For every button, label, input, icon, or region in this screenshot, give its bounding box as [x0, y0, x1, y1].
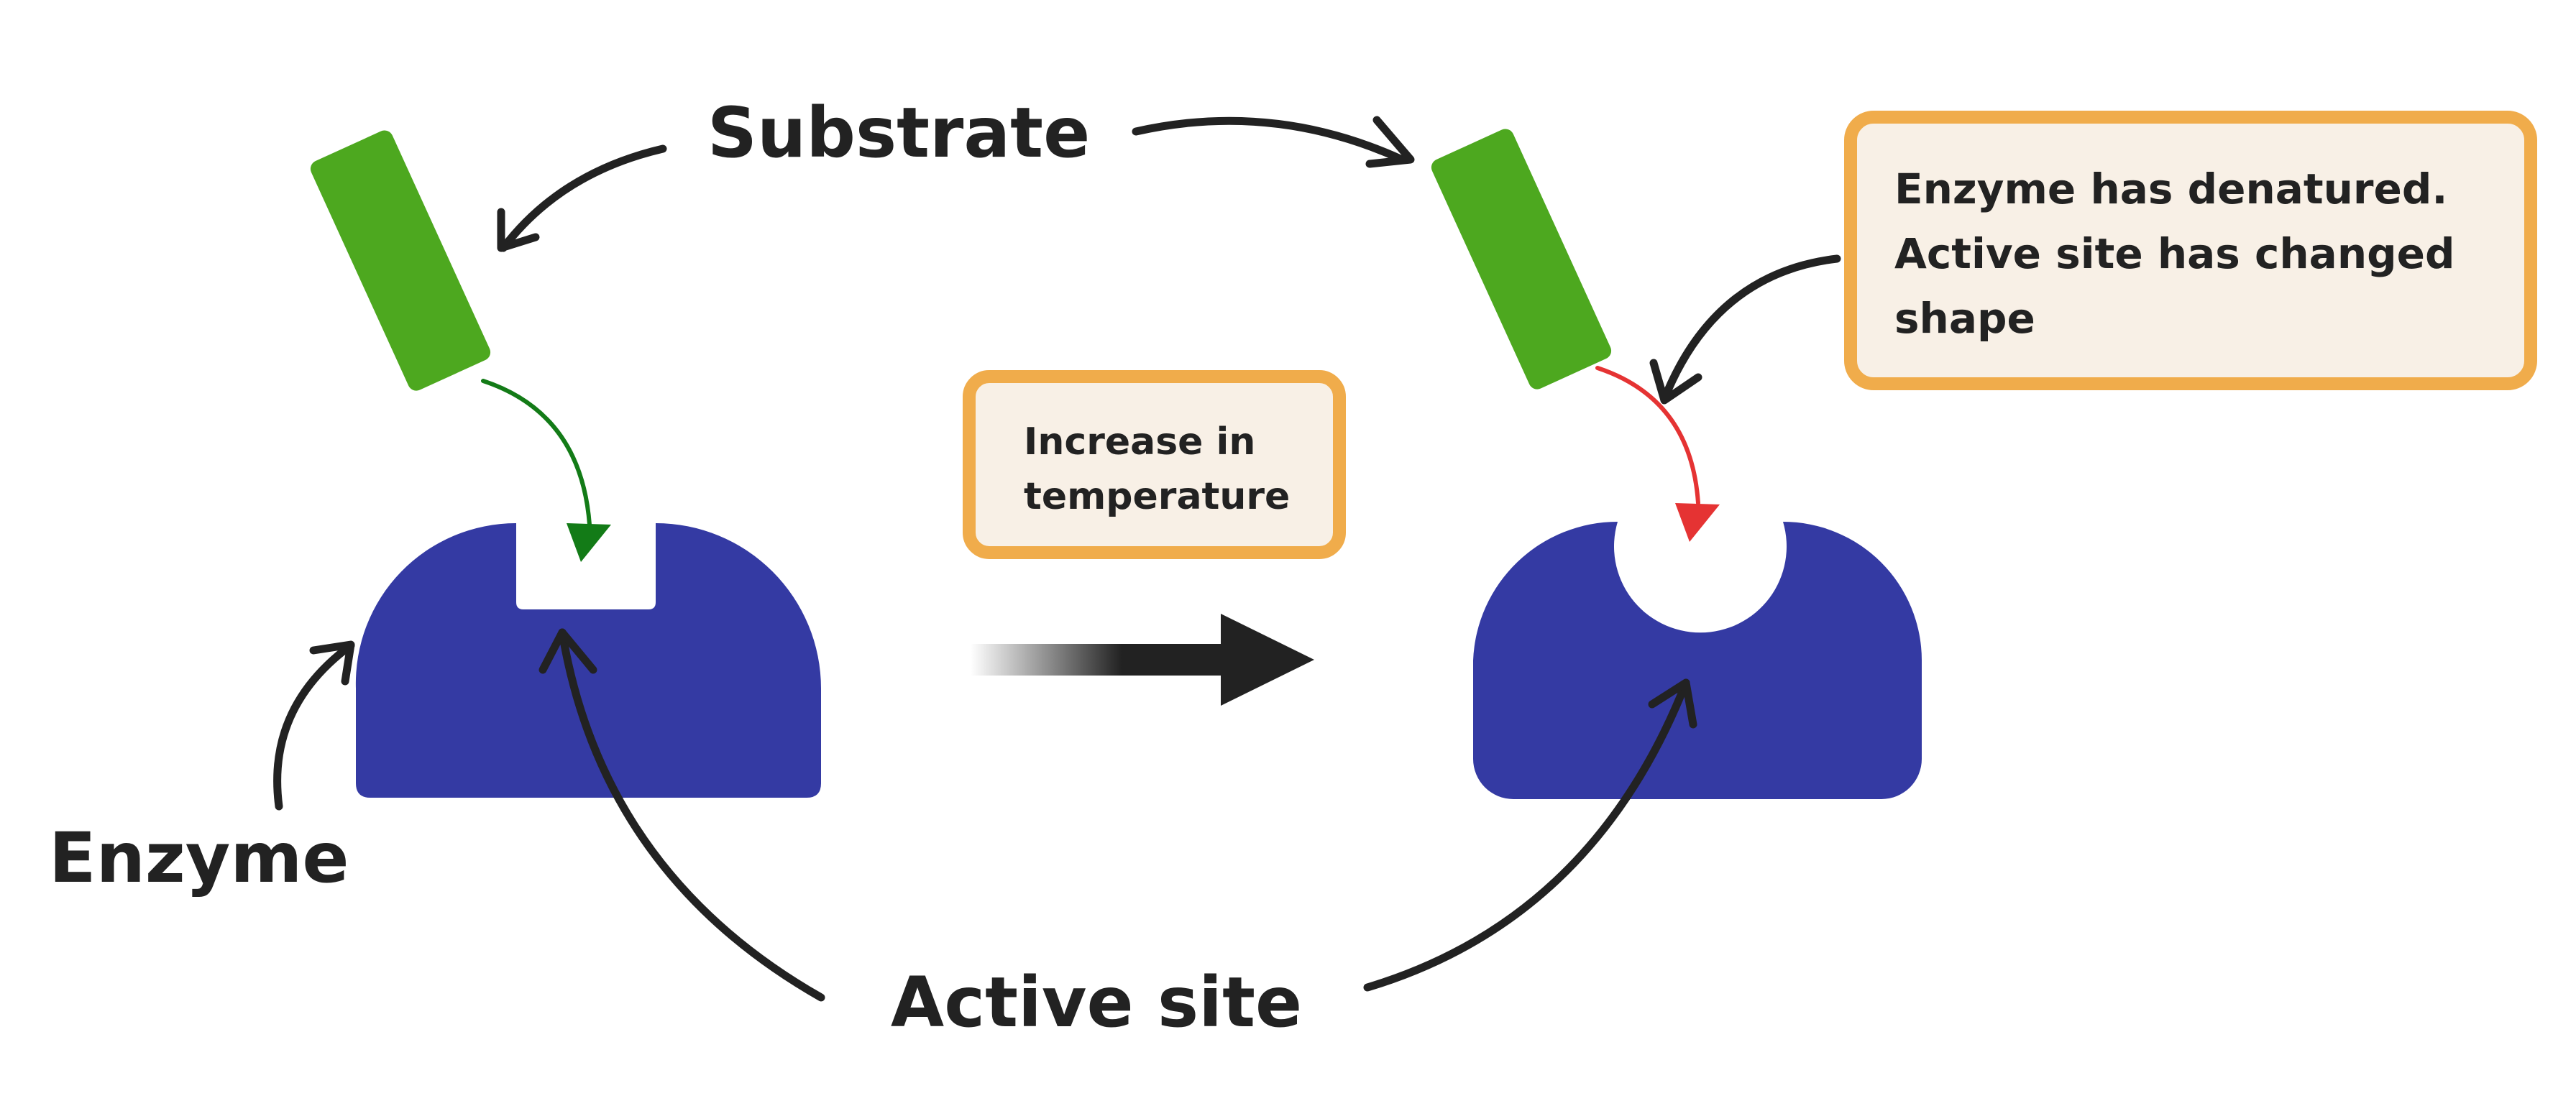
- substrate-right: [1431, 129, 1612, 390]
- temperature-arrow-shaft: [971, 644, 1229, 676]
- denatured-callout-line-2: Active site has changed: [1894, 229, 2455, 278]
- denatured-callout-arrow-head: [1649, 359, 1702, 405]
- enzyme-arrow-head: [309, 640, 355, 686]
- substrate-label: Substrate: [707, 93, 1090, 173]
- no-fit-arrow: [1595, 366, 1700, 505]
- active-site-arrow-left-head: [538, 628, 597, 674]
- temperature-callout-box: [963, 370, 1346, 559]
- substrate-arrow-right: [1132, 116, 1406, 164]
- denatured-callout-arrow: [1660, 254, 1841, 403]
- substrate-left: [310, 130, 491, 391]
- active-site-label: Active site: [891, 962, 1302, 1043]
- no-fit-arrow-head: [1675, 503, 1720, 542]
- active-site-arrow-right: [1363, 678, 1690, 992]
- temperature-callout-line-1: Increase in: [1024, 420, 1255, 464]
- denatured-callout-line-3: shape: [1894, 294, 2035, 343]
- denatured-callout-line-1: Enzyme has denatured.: [1894, 165, 2447, 213]
- enzyme-denatured: [1473, 521, 1922, 799]
- substrate-arrow-left-head: [497, 208, 540, 252]
- denatured-callout-box: [1844, 111, 2537, 390]
- substrate-arrow-right-head: [1365, 116, 1415, 168]
- fit-arrow-head: [567, 523, 611, 562]
- substrate-arrow-left: [499, 144, 667, 252]
- enzyme-arrow: [273, 641, 355, 811]
- active-site-arrow-right-head: [1648, 678, 1697, 729]
- active-site-arrow-left: [558, 628, 825, 1002]
- temperature-arrow-head: [1221, 614, 1314, 706]
- enzyme-label: Enzyme: [49, 818, 349, 898]
- fit-arrow: [481, 379, 592, 527]
- temperature-callout-line-2: temperature: [1024, 475, 1290, 518]
